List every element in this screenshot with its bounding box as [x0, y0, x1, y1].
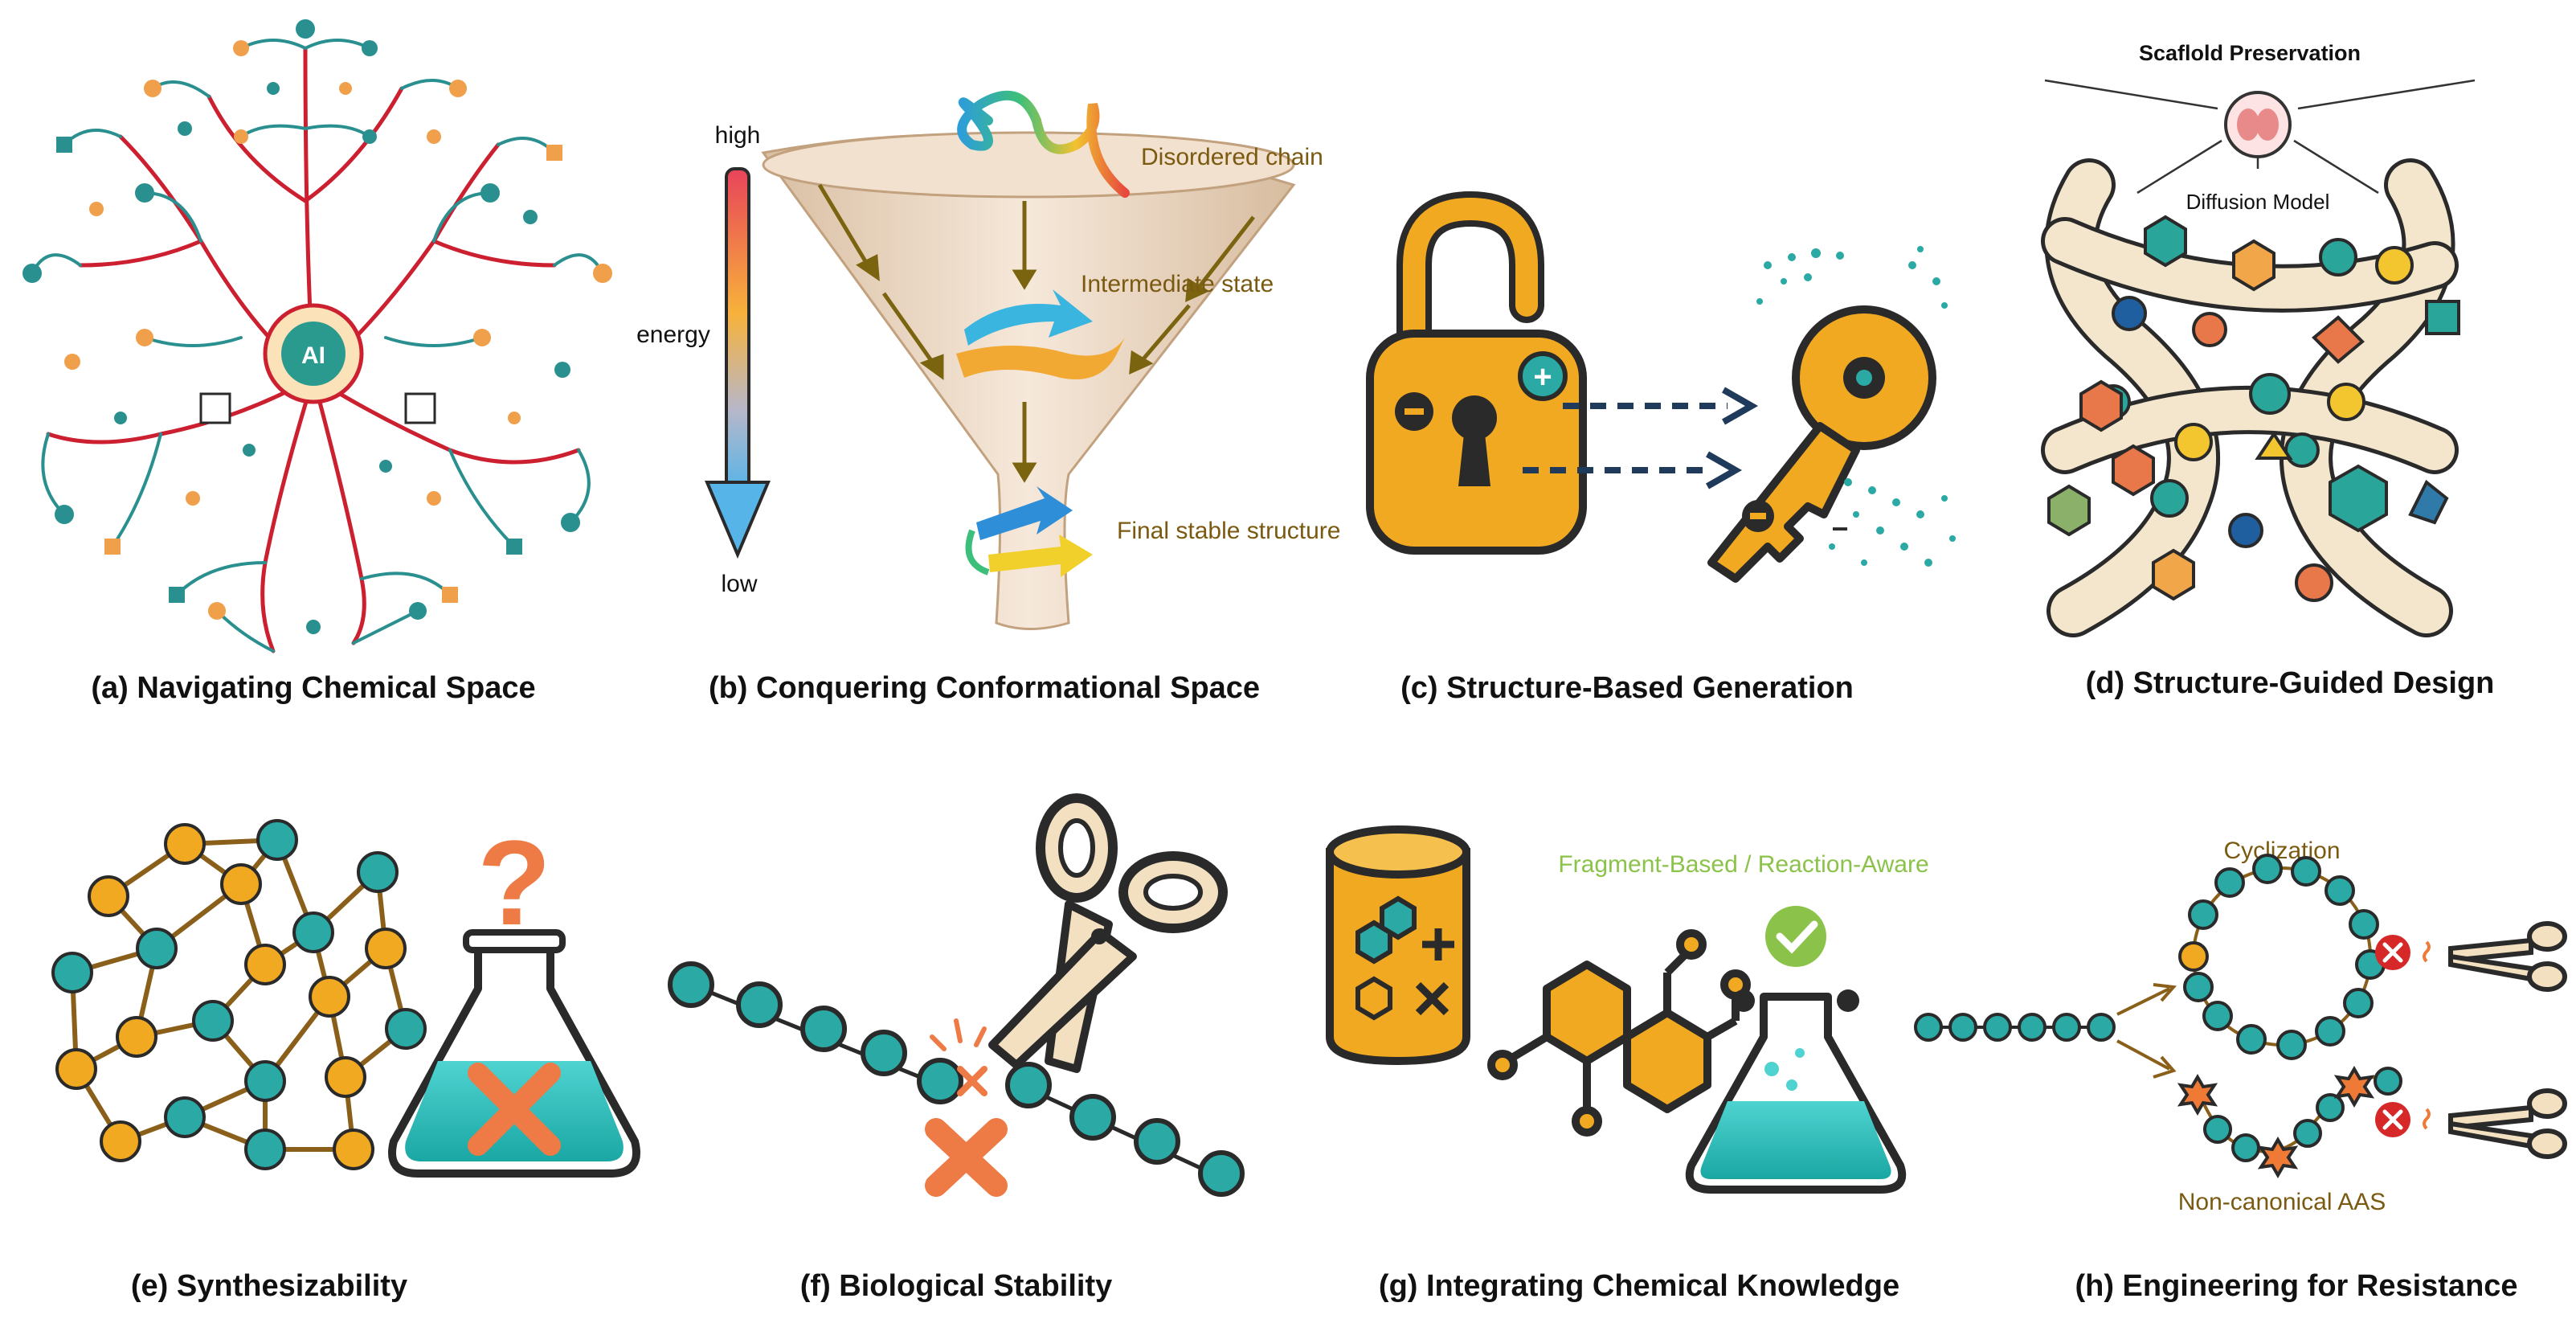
- caption-e: (e) Synthesizability: [131, 1269, 407, 1303]
- caption-d: (d) Structure-Guided Design: [2086, 666, 2495, 700]
- model-rays: [2044, 79, 2476, 195]
- funnel-arrows: [817, 183, 1255, 483]
- stage-disordered-label: Disordered chain: [1141, 144, 1323, 170]
- cyclic-peptide: [2178, 854, 2386, 1060]
- fragment-shapes: [2047, 215, 2460, 602]
- caption-b: (b) Conquering Conformational Space: [709, 671, 1260, 705]
- key-icon: [1707, 305, 1936, 583]
- question-mark: ?: [477, 815, 551, 950]
- bicyclic-molecule: [1487, 929, 1751, 1137]
- panel-c: + − (c) Structure-Based Generation: [1366, 190, 1956, 705]
- failed-flask-icon: [388, 929, 640, 1178]
- padlock-icon: [1366, 190, 1587, 555]
- brain-icon: [2224, 91, 2292, 158]
- diffusion-model-label: Diffusion Model: [2186, 190, 2330, 214]
- energy-high-label: high: [715, 122, 761, 149]
- caption-f: (f) Biological Stability: [800, 1269, 1112, 1303]
- blocked-icon: [2375, 935, 2410, 970]
- scissors-icon: [2448, 921, 2567, 992]
- branch-arrows: [2116, 983, 2177, 1079]
- energy-axis-label: energy: [636, 322, 710, 348]
- energy-low-label: low: [721, 571, 757, 597]
- plus-symbol: +: [1533, 359, 1552, 395]
- chemical-space-tree: [22, 19, 612, 653]
- cyclization-label: Cyclization: [2223, 838, 2340, 864]
- panel-g: Fragment-Based / Reaction-Aware: [1326, 825, 1929, 1303]
- panel-b: high energy low Disordered chain In: [636, 90, 1340, 705]
- ai-hub: [263, 303, 364, 404]
- panel-e: ? (e) Synthesizability: [51, 815, 640, 1303]
- panel-d: Scaflold Preservation Diffusion Model: [2041, 41, 2495, 700]
- success-flask-icon: [1685, 906, 1907, 1194]
- minus-symbol: −: [1831, 512, 1848, 545]
- noncanonical-label: Non-canonical AAS: [2178, 1189, 2386, 1215]
- linear-peptide: [1914, 1013, 2116, 1042]
- chip-icon: [199, 392, 231, 424]
- modified-peptide: [2177, 1066, 2402, 1178]
- scaffold-label: Scaflold Preservation: [2139, 41, 2361, 65]
- final-structure: [965, 486, 1093, 577]
- disordered-chain: [957, 90, 1130, 198]
- arrow-head: [1722, 387, 1759, 425]
- panel-a: AI (a) Navigating Chemical Space: [22, 19, 612, 705]
- arrow-head: [1706, 451, 1743, 490]
- caption-a: (a) Navigating Chemical Space: [91, 671, 535, 705]
- scissors-icon: [988, 793, 1228, 1073]
- interaction-dots: [1756, 246, 1956, 567]
- deflect-marks: [2423, 940, 2431, 1130]
- panel-h: Cyclization Non-canonical AAS: [1914, 838, 2567, 1303]
- intermediate-structure: [956, 289, 1125, 379]
- panel-f: (f) Biological Stability: [668, 793, 1245, 1303]
- dashed-arrows: [1523, 403, 1728, 473]
- scissors-icon: [2448, 1088, 2567, 1159]
- chip-icon: [404, 392, 436, 424]
- energy-arrow: [704, 167, 771, 559]
- stage-intermediate-label: Intermediate state: [1081, 271, 1274, 297]
- blocked-icon: [2375, 1102, 2410, 1137]
- knowledge-database-icon: [1326, 825, 1470, 1066]
- folding-funnel: [761, 131, 1296, 630]
- ai-label: AI: [301, 342, 325, 369]
- stage-final-label: Final stable structure: [1117, 518, 1340, 544]
- double-helix: [2041, 158, 2459, 637]
- molecule-nodes: [22, 19, 612, 634]
- caption-c: (c) Structure-Based Generation: [1400, 671, 1854, 705]
- peptide-chain: [668, 961, 1245, 1197]
- caption-h: (h) Engineering for Resistance: [2075, 1269, 2517, 1303]
- caption-g: (g) Integrating Chemical Knowledge: [1379, 1269, 1899, 1303]
- fragment-reaction-label: Fragment-Based / Reaction-Aware: [1558, 851, 1928, 878]
- molecular-network: [51, 819, 427, 1170]
- cleavage-site-icon: [925, 1018, 1008, 1197]
